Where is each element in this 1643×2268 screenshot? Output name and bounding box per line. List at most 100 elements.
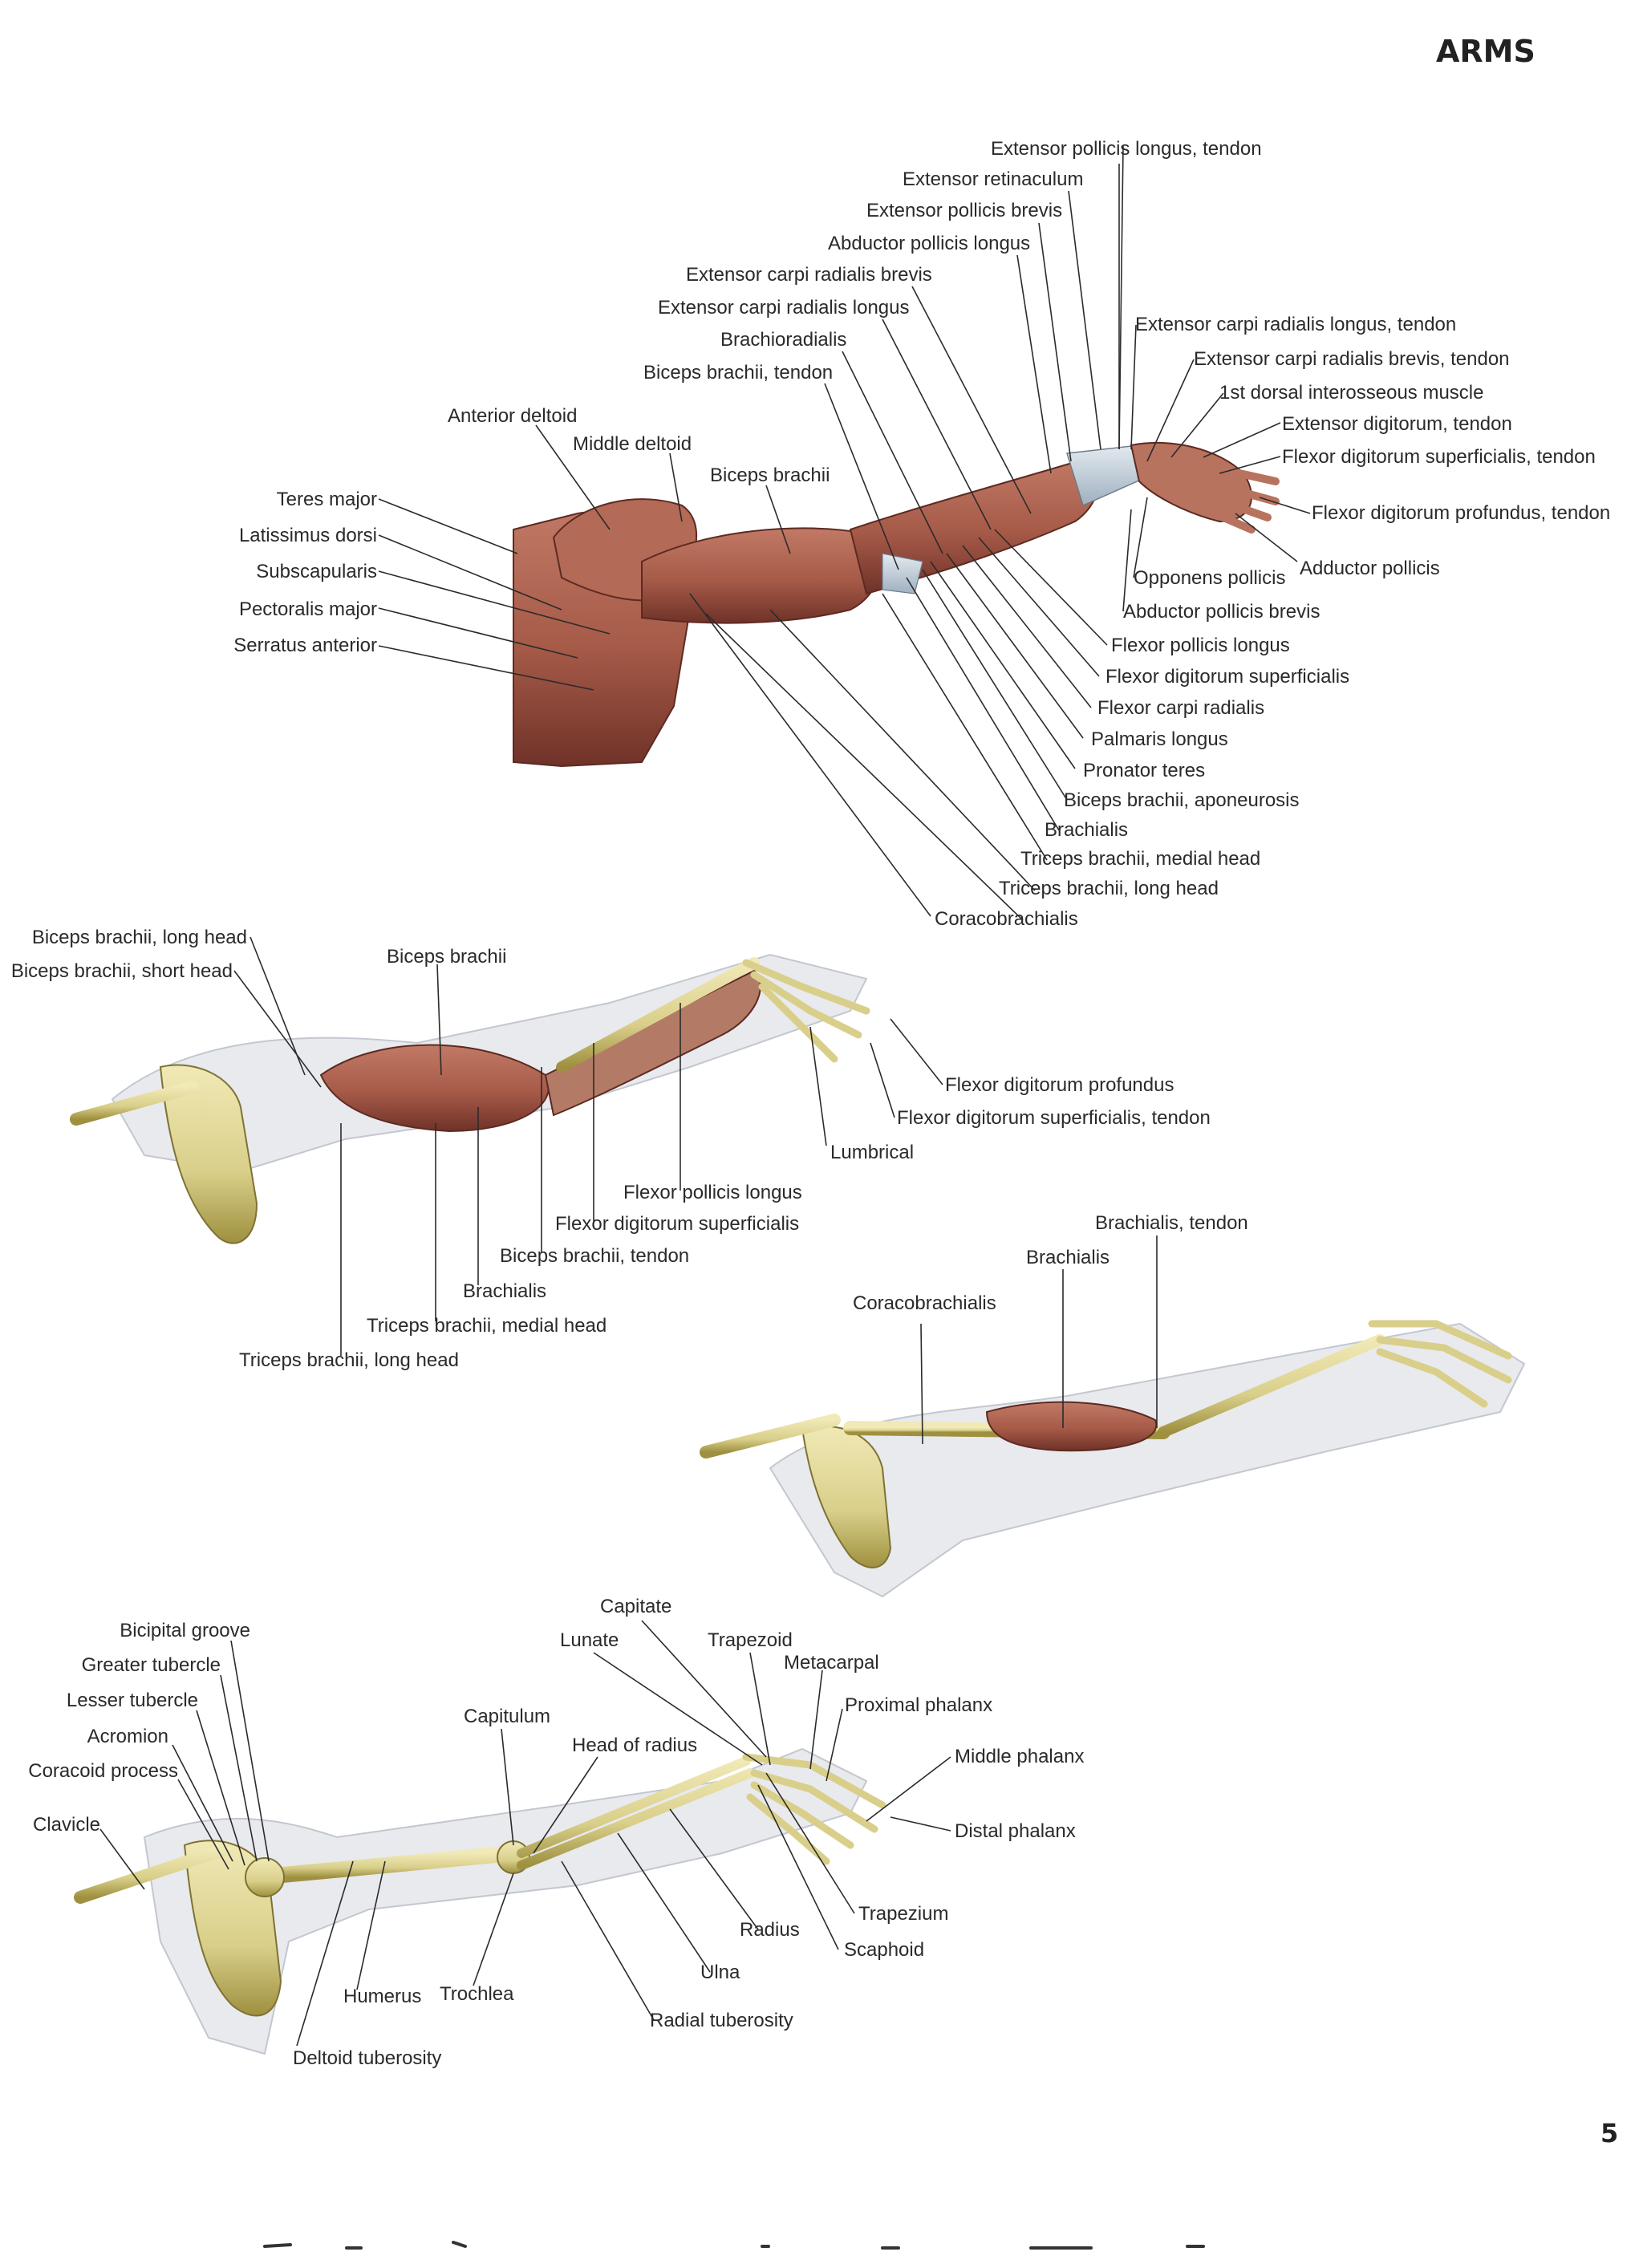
label-fds-tendon-2: Flexor digitorum superficialis, tendon — [897, 1107, 1211, 1129]
label-flexor-digitorum-superficialis: Flexor digitorum superficialis — [1105, 666, 1349, 688]
label-fdp-tendon: Flexor digitorum profundus, tendon — [1312, 502, 1610, 524]
figure-2-label-text: Biceps brachii, long head Biceps brachii… — [11, 927, 1211, 1371]
figure-4-skeleton: Bicipital groove Greater tubercle Lesser… — [28, 1596, 1084, 2069]
label-ecrb-tendon: Extensor carpi radialis brevis, tendon — [1194, 348, 1510, 370]
label-subscapularis: Subscapularis — [256, 561, 377, 582]
label-trochlea: Trochlea — [440, 1983, 514, 2005]
label-pectoralis-major: Pectoralis major — [239, 598, 377, 620]
label-lunate: Lunate — [560, 1629, 619, 1651]
label-triceps-medial-2: Triceps brachii, medial head — [367, 1315, 606, 1337]
label-biceps-brachii-tendon: Biceps brachii, tendon — [643, 362, 833, 383]
label-bicipital-groove: Bicipital groove — [120, 1620, 250, 1641]
label-biceps-long-head: Biceps brachii, long head — [32, 927, 247, 948]
label-triceps-medial-head: Triceps brachii, medial head — [1020, 848, 1260, 870]
figure-1-label-text: Teres major Latissimus dorsi Subscapular… — [233, 138, 1610, 930]
label-coracoid-process: Coracoid process — [28, 1760, 178, 1782]
label-capitate: Capitate — [600, 1596, 671, 1617]
hand-bones-2 — [742, 959, 870, 1063]
hand-bones-3 — [1368, 1320, 1512, 1408]
figure-4-label-text: Bicipital groove Greater tubercle Lesser… — [28, 1596, 1084, 2069]
label-head-of-radius: Head of radius — [572, 1734, 697, 1756]
fingers — [1191, 461, 1280, 534]
label-extensor-carpi-radialis-longus: Extensor carpi radialis longus — [658, 297, 910, 318]
figure-2-biceps-layer: Biceps brachii, long head Biceps brachii… — [11, 927, 1211, 1371]
clavicle-4 — [74, 1843, 231, 1904]
figure-2-leaders — [233, 936, 943, 1356]
page-number: 5 — [1600, 2118, 1619, 2148]
label-triceps-long-head: Triceps brachii, long head — [999, 878, 1219, 899]
brachialis-muscle-3 — [985, 1401, 1158, 1452]
label-palmaris-longus: Palmaris longus — [1091, 728, 1228, 750]
figure-3-brachialis-layer: Brachialis, tendon Brachialis Coracobrac… — [700, 1212, 1526, 1598]
label-extensor-pollicis-longus-tendon: Extensor pollicis longus, tendon — [991, 138, 1262, 160]
label-lesser-tubercle: Lesser tubercle — [67, 1690, 198, 1711]
label-biceps-aponeurosis: Biceps brachii, aponeurosis — [1064, 789, 1300, 811]
label-fds-tendon: Flexor digitorum superficialis, tendon — [1282, 446, 1596, 468]
label-brachialis-2: Brachialis — [463, 1280, 546, 1302]
elbow-aponeurosis — [882, 553, 923, 594]
label-latissimus-dorsi: Latissimus dorsi — [239, 525, 377, 546]
label-humerus: Humerus — [343, 1986, 421, 2007]
label-biceps-tendon-2: Biceps brachii, tendon — [500, 1245, 689, 1267]
scapula-2 — [159, 1064, 258, 1244]
page-heading: ARMS — [1436, 34, 1535, 69]
label-scaphoid: Scaphoid — [844, 1939, 924, 1961]
label-deltoid-tuberosity: Deltoid tuberosity — [293, 2047, 441, 2069]
skin-outline-4 — [143, 1747, 868, 2055]
label-opponens-pollicis: Opponens pollicis — [1134, 567, 1285, 589]
label-abductor-pollicis-longus: Abductor pollicis longus — [828, 233, 1030, 254]
label-flexor-pollicis-longus: Flexor pollicis longus — [1111, 635, 1290, 656]
label-anterior-deltoid: Anterior deltoid — [448, 405, 577, 427]
label-trapezoid: Trapezoid — [708, 1629, 793, 1651]
biceps-muscle-2 — [319, 1044, 550, 1133]
label-middle-deltoid: Middle deltoid — [573, 433, 692, 455]
label-acromion: Acromion — [87, 1726, 168, 1747]
label-greater-tubercle: Greater tubercle — [82, 1654, 221, 1676]
figure-3-label-text: Brachialis, tendon Brachialis Coracobrac… — [853, 1212, 1248, 1314]
clavicle-3 — [700, 1414, 841, 1459]
label-brachialis-tendon-3: Brachialis, tendon — [1095, 1212, 1248, 1234]
clavicle-2 — [70, 1081, 199, 1126]
label-ulna: Ulna — [700, 1962, 740, 1983]
label-teres-major: Teres major — [277, 489, 377, 510]
label-biceps-brachii-2: Biceps brachii — [387, 946, 506, 968]
label-brachialis: Brachialis — [1045, 819, 1128, 841]
label-fdp-2: Flexor digitorum profundus — [945, 1074, 1174, 1096]
label-biceps-brachii: Biceps brachii — [710, 465, 830, 486]
figure-1-superficial-muscles: Teres major Latissimus dorsi Subscapular… — [233, 138, 1610, 930]
label-adductor-pollicis: Adductor pollicis — [1300, 558, 1440, 579]
label-pronator-teres: Pronator teres — [1083, 760, 1205, 781]
label-brachioradialis: Brachioradialis — [720, 329, 846, 351]
label-middle-phalanx: Middle phalanx — [955, 1746, 1084, 1767]
label-triceps-long-2: Triceps brachii, long head — [239, 1349, 459, 1371]
label-proximal-phalanx: Proximal phalanx — [845, 1694, 992, 1716]
label-extensor-carpi-radialis-brevis: Extensor carpi radialis brevis — [686, 264, 932, 286]
label-coracobrachialis-3: Coracobrachialis — [853, 1292, 996, 1314]
label-distal-phalanx: Distal phalanx — [955, 1820, 1076, 1842]
humerus-4 — [249, 1845, 521, 1885]
label-radial-tuberosity: Radial tuberosity — [650, 2010, 793, 2031]
label-extensor-digitorum-tendon: Extensor digitorum, tendon — [1282, 413, 1512, 435]
label-radius: Radius — [740, 1919, 800, 1941]
figure-3-leaders — [920, 1235, 1158, 1445]
label-capitulum: Capitulum — [464, 1706, 550, 1727]
label-lumbrical: Lumbrical — [830, 1142, 914, 1163]
label-fpl-2: Flexor pollicis longus — [623, 1182, 802, 1203]
label-extensor-pollicis-brevis: Extensor pollicis brevis — [866, 200, 1062, 221]
label-fds-2: Flexor digitorum superficialis — [555, 1213, 799, 1235]
label-abductor-pollicis-brevis: Abductor pollicis brevis — [1123, 601, 1320, 623]
label-metacarpal: Metacarpal — [784, 1652, 879, 1674]
label-clavicle: Clavicle — [33, 1814, 100, 1836]
label-flexor-carpi-radialis: Flexor carpi radialis — [1097, 697, 1264, 719]
label-extensor-retinaculum: Extensor retinaculum — [903, 168, 1083, 190]
label-1st-dorsal-interosseous: 1st dorsal interosseous muscle — [1219, 382, 1483, 404]
humeral-head-4 — [245, 1857, 285, 1897]
radius-ulna-4 — [517, 1756, 755, 1870]
figure-4-leaders — [99, 1620, 951, 2047]
label-ecrl-tendon: Extensor carpi radialis longus, tendon — [1135, 314, 1456, 335]
label-trapezium: Trapezium — [858, 1903, 948, 1925]
forearm-bones-3 — [1158, 1334, 1385, 1438]
label-brachialis-3: Brachialis — [1026, 1247, 1110, 1268]
figure-1-leaders — [378, 145, 1311, 921]
